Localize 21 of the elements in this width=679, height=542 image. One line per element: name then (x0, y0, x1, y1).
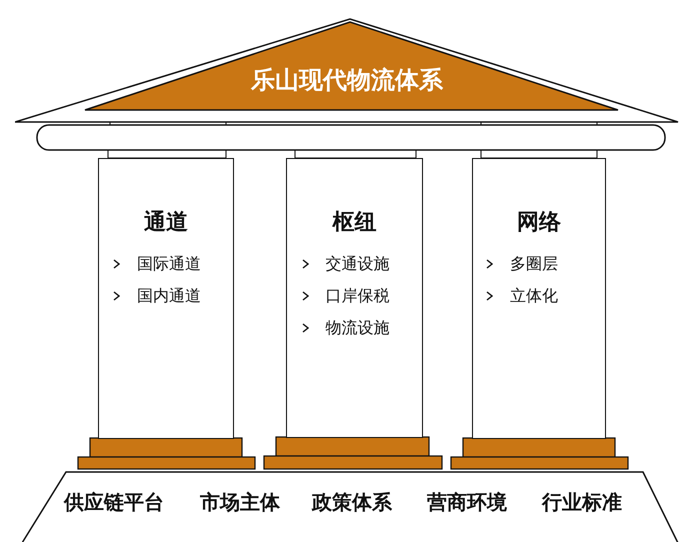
pillar-heading: 枢纽 (331, 209, 378, 237)
base-label: 政策体系 (312, 489, 392, 516)
list-item: 国内通道 (137, 286, 201, 307)
base-platform (22, 471, 679, 542)
pillar-heading: 网络 (516, 209, 562, 237)
list-item: 国际通道 (137, 254, 201, 275)
base-label: 供应链平台 (64, 489, 164, 516)
pillar-box (472, 158, 606, 439)
pillar-heading: 通道 (143, 209, 189, 237)
pillar-box (98, 158, 234, 439)
base-label: 行业标准 (542, 489, 622, 516)
roof-pediment (15, 18, 679, 123)
title-text: 乐山现代物流体系 (250, 65, 444, 96)
base-label: 营商环境 (427, 489, 507, 516)
list-item: 立体化 (510, 286, 558, 307)
list-item: 交通设施 (326, 254, 390, 275)
list-item: 多圈层 (510, 254, 558, 275)
list-item: 口岸保税 (326, 286, 390, 307)
pillar-box (286, 158, 423, 438)
base-label: 市场主体 (200, 489, 280, 516)
list-item: 物流设施 (326, 318, 390, 339)
